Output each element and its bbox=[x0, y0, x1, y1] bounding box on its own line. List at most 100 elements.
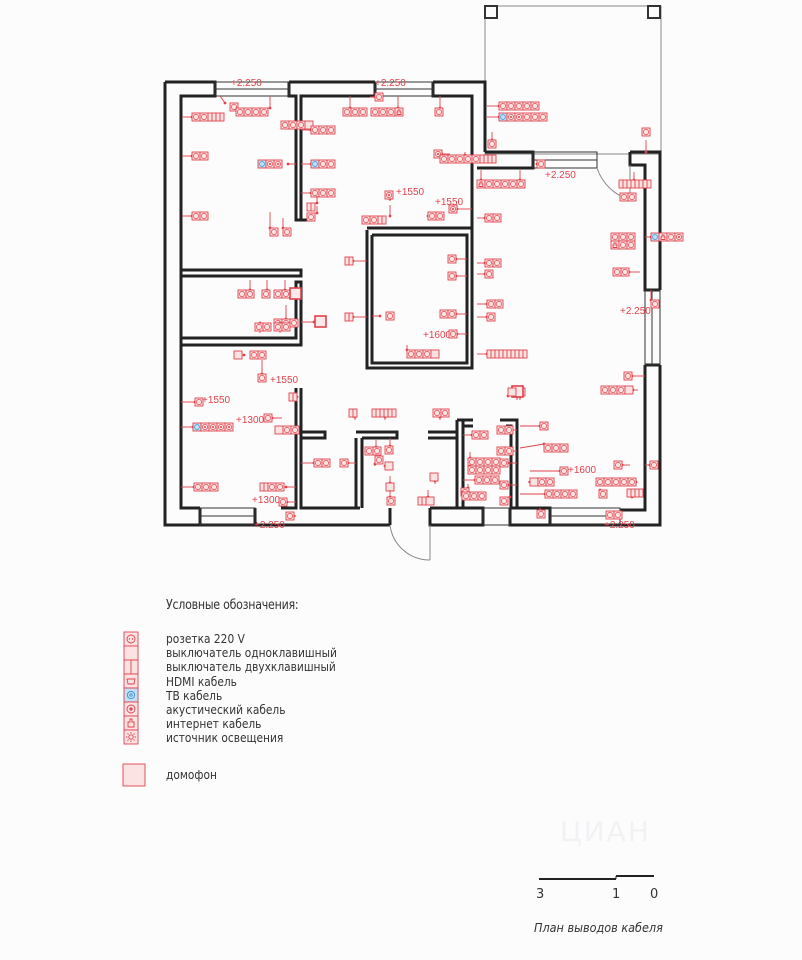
switch-single-icon bbox=[123, 645, 139, 661]
legend-label-switch-double: выключатель двухклавишный bbox=[166, 659, 336, 674]
legend-label-socket: розетка 220 V bbox=[166, 631, 245, 646]
outlet-socket bbox=[229, 102, 239, 112]
outlet-switch-double bbox=[306, 202, 316, 212]
outlet-acoustic bbox=[514, 112, 524, 122]
outlet-socket bbox=[427, 211, 437, 221]
outlet-switch-single bbox=[430, 349, 440, 359]
outlet-switch-double bbox=[288, 392, 298, 402]
outlet-socket bbox=[296, 120, 306, 130]
cable-outlets bbox=[181, 92, 684, 521]
balcony bbox=[484, 5, 662, 155]
outlet-socket bbox=[257, 373, 267, 383]
outlet-socket bbox=[522, 112, 532, 122]
outlet-socket bbox=[374, 92, 384, 102]
outlet-socket bbox=[608, 385, 618, 395]
legend-label-tv: ТВ кабель bbox=[166, 688, 223, 703]
outlet-socket bbox=[282, 227, 292, 237]
outlet-switch-double bbox=[387, 408, 397, 418]
outlet-tv bbox=[257, 159, 267, 169]
outlet-socket bbox=[498, 101, 508, 111]
dim-socket-1300-a: +1300 bbox=[236, 415, 265, 426]
outlet-socket bbox=[432, 408, 442, 418]
light-source-icon bbox=[123, 729, 139, 745]
outlet-socket bbox=[536, 159, 546, 169]
outlet-socket bbox=[650, 299, 660, 309]
outlet-socket bbox=[626, 232, 636, 242]
outlet-socket bbox=[290, 425, 300, 435]
outlet-socket bbox=[370, 107, 380, 117]
outlet-switch-single bbox=[384, 461, 394, 471]
outlet-socket bbox=[263, 413, 273, 423]
outlet-socket bbox=[237, 289, 247, 299]
outlet-socket bbox=[267, 482, 277, 492]
outlet-socket bbox=[461, 491, 471, 501]
outlet-switch-single bbox=[507, 387, 517, 397]
outlet-socket bbox=[610, 232, 620, 242]
outlet-socket bbox=[500, 179, 510, 189]
outlet-socket bbox=[600, 385, 610, 395]
outlet-socket bbox=[326, 188, 336, 198]
outlet-socket bbox=[475, 457, 485, 467]
outlet-socket bbox=[552, 489, 562, 499]
outlet-acoustic bbox=[448, 204, 458, 214]
outlet-acoustic bbox=[200, 422, 210, 432]
outlet-socket bbox=[384, 445, 394, 455]
outlet-intercom bbox=[314, 315, 327, 328]
outlet-socket bbox=[559, 443, 569, 453]
outlet-socket bbox=[469, 491, 479, 501]
outlet-tv bbox=[310, 159, 320, 169]
outlet-socket bbox=[538, 112, 548, 122]
dim-socket-1300-b: +1300 bbox=[252, 495, 281, 506]
outlet-socket bbox=[483, 457, 493, 467]
outlet-socket bbox=[484, 269, 494, 279]
outlet-socket bbox=[499, 496, 509, 506]
outlet-switch-double bbox=[510, 349, 520, 359]
outlet-switch-single bbox=[429, 472, 439, 482]
outlet-socket bbox=[560, 489, 570, 499]
outlet-socket bbox=[545, 477, 555, 487]
outlet-socket bbox=[385, 311, 395, 321]
outlet-socket bbox=[537, 477, 547, 487]
outlet-socket bbox=[435, 211, 445, 221]
outlet-socket bbox=[491, 457, 501, 467]
outlet-socket bbox=[486, 312, 496, 322]
outlet-socket bbox=[269, 227, 279, 237]
outlet-switch-single bbox=[274, 425, 284, 435]
outlet-socket bbox=[504, 446, 514, 456]
outlet-socket bbox=[508, 179, 518, 189]
outlet-socket bbox=[479, 430, 489, 440]
outlet-socket bbox=[551, 443, 561, 453]
walls bbox=[163, 80, 662, 527]
outlet-internet bbox=[610, 240, 620, 250]
legend-label-internet: интернет кабель bbox=[166, 716, 262, 731]
outlet-acoustic bbox=[216, 422, 226, 432]
outlet-socket bbox=[611, 477, 621, 487]
outlet-socket bbox=[440, 408, 450, 418]
outlet-socket bbox=[447, 254, 457, 264]
outlet-socket bbox=[439, 309, 449, 319]
outlet-socket bbox=[369, 215, 379, 225]
outlet-socket bbox=[471, 154, 481, 164]
outlet-socket bbox=[447, 271, 457, 281]
dim-window-1: +2.250 bbox=[231, 78, 262, 89]
outlet-socket bbox=[492, 213, 502, 223]
legend-label-acoustic: акустический кабель bbox=[166, 702, 286, 717]
outlet-socket bbox=[281, 289, 291, 299]
outlet-switch-double bbox=[215, 112, 225, 122]
outlet-switch-double bbox=[344, 256, 354, 266]
outlet-socket bbox=[595, 477, 605, 487]
outlet-socket bbox=[543, 443, 553, 453]
legend-title: Условные обозначения: bbox=[166, 598, 299, 613]
outlet-socket bbox=[603, 477, 613, 487]
internet-cable-icon bbox=[123, 715, 139, 731]
outlet-acoustic bbox=[224, 422, 234, 432]
outlet-socket bbox=[447, 154, 457, 164]
outlet-socket bbox=[514, 101, 524, 111]
outlet-socket bbox=[536, 509, 546, 519]
outlet-socket bbox=[280, 120, 290, 130]
outlet-acoustic bbox=[506, 112, 516, 122]
outlet-socket bbox=[475, 465, 485, 475]
outlet-switch-double bbox=[348, 408, 358, 418]
outlet-socket bbox=[318, 159, 328, 169]
outlet-socket bbox=[619, 477, 629, 487]
